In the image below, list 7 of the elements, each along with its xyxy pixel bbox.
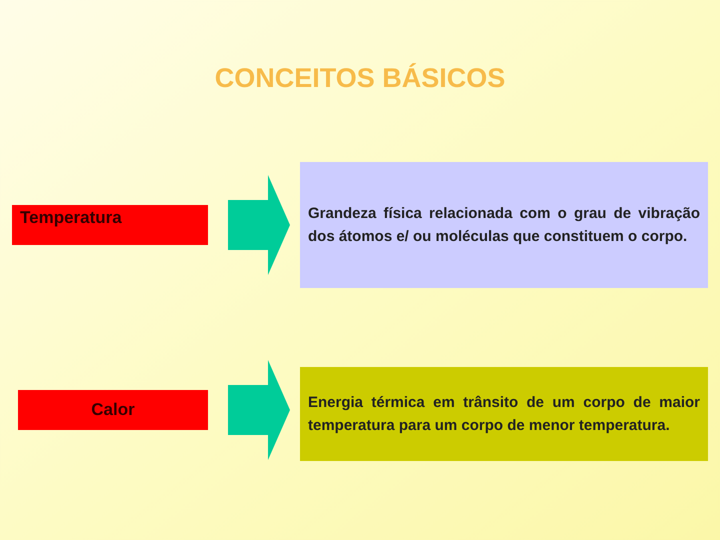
title: CONCEITOS BÁSICOS (214, 62, 506, 95)
term-label: Calor (18, 390, 208, 430)
definition-box: Grandeza física relacionada com o grau de vibração dos átomos e/ ou moléculas que constituem o corpo. (300, 162, 708, 288)
definition-box: Energia térmica em trânsito de um corpo de maior temperatura para um corpo de menor temperatura. (300, 367, 708, 461)
block-arrow (228, 360, 290, 460)
term-label: Temperatura (12, 205, 208, 245)
block-arrow (228, 175, 290, 275)
